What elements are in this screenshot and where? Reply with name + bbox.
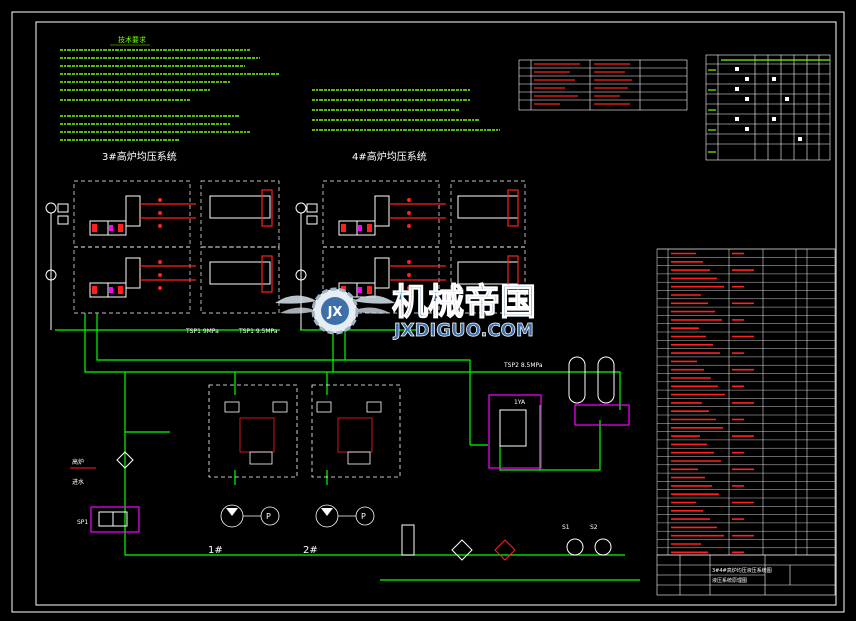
accumulators xyxy=(98,356,615,527)
pressure-label-3: TSP2 8.5MPa xyxy=(503,362,543,369)
motor-label-1: P xyxy=(266,512,271,521)
pump-station-1 xyxy=(208,384,298,528)
watermark: JX 机械帝国 JXDIGUO.COM xyxy=(275,281,537,341)
cylinders-red xyxy=(140,189,519,293)
title-block-line-1: 3#4#高炉均压液压系统图 xyxy=(712,567,772,574)
watermark-logo: JX xyxy=(275,287,395,335)
station-label-2: 2# xyxy=(303,545,318,556)
aux-label-inlet: 进水 xyxy=(72,478,84,486)
label-s2: S2 xyxy=(590,524,598,531)
pressure-label-1: TSP1 9MPa xyxy=(185,328,219,335)
motor-label-2: P xyxy=(361,512,366,521)
technical-notes: 技术要求 xyxy=(60,35,500,141)
system-title-left: 3#高炉均压系统 xyxy=(102,150,177,163)
outer-frame xyxy=(11,11,845,613)
pressure-label-2: TSP1 9.5MPa xyxy=(238,328,278,335)
aux-label-furnace: 高炉 xyxy=(72,458,84,466)
watermark-brand-en: JXDIGUO.COM xyxy=(392,320,534,341)
pump-station-2 xyxy=(311,384,401,528)
magenta-fittings xyxy=(109,225,362,293)
parameter-table xyxy=(518,59,688,111)
parts-list-rows xyxy=(657,248,835,554)
watermark-brand-cn: 机械帝国 xyxy=(392,282,536,323)
title-block xyxy=(656,554,836,596)
hydraulic-lines xyxy=(55,313,640,581)
bottom-instruments xyxy=(116,451,612,561)
accumulator-section xyxy=(90,394,630,533)
system-title-right: 4#高炉均压系统 xyxy=(352,150,427,163)
inner-frame xyxy=(35,21,837,606)
title-block-line-2: 液压系统原理图 xyxy=(712,577,747,584)
valve-label-1ya: 1YA xyxy=(514,399,526,406)
label-s1: S1 xyxy=(562,524,570,531)
notes-heading: 技术要求 xyxy=(118,35,146,44)
action-table xyxy=(705,54,831,161)
label-sp1: SP1 xyxy=(77,519,88,526)
watermark-logo-letters: JX xyxy=(327,305,343,320)
station-label-1: 1# xyxy=(208,545,223,556)
